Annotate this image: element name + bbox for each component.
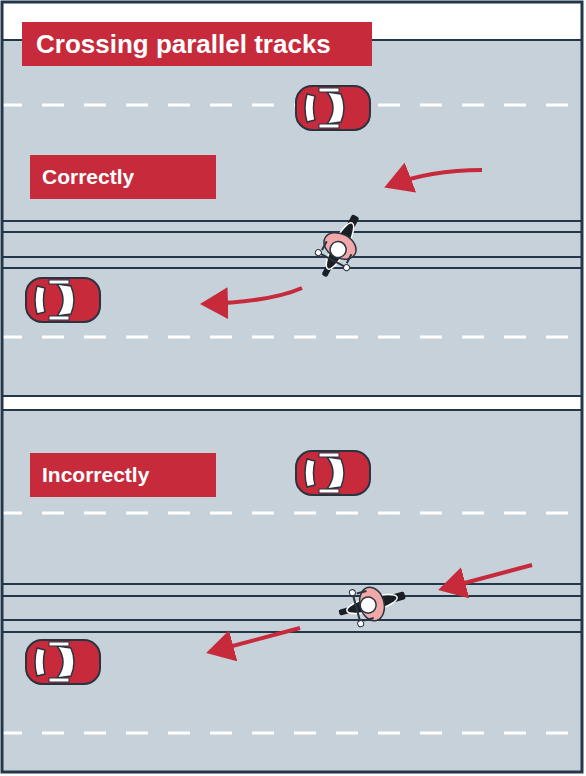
label-text: Incorrectly [42,463,149,487]
label-text: Correctly [42,165,134,189]
label-text: Crossing parallel tracks [36,29,331,60]
panel-heading: Incorrectly [30,453,216,497]
title-banner: Crossing parallel tracks [22,22,372,66]
panel-heading: Correctly [30,155,216,199]
